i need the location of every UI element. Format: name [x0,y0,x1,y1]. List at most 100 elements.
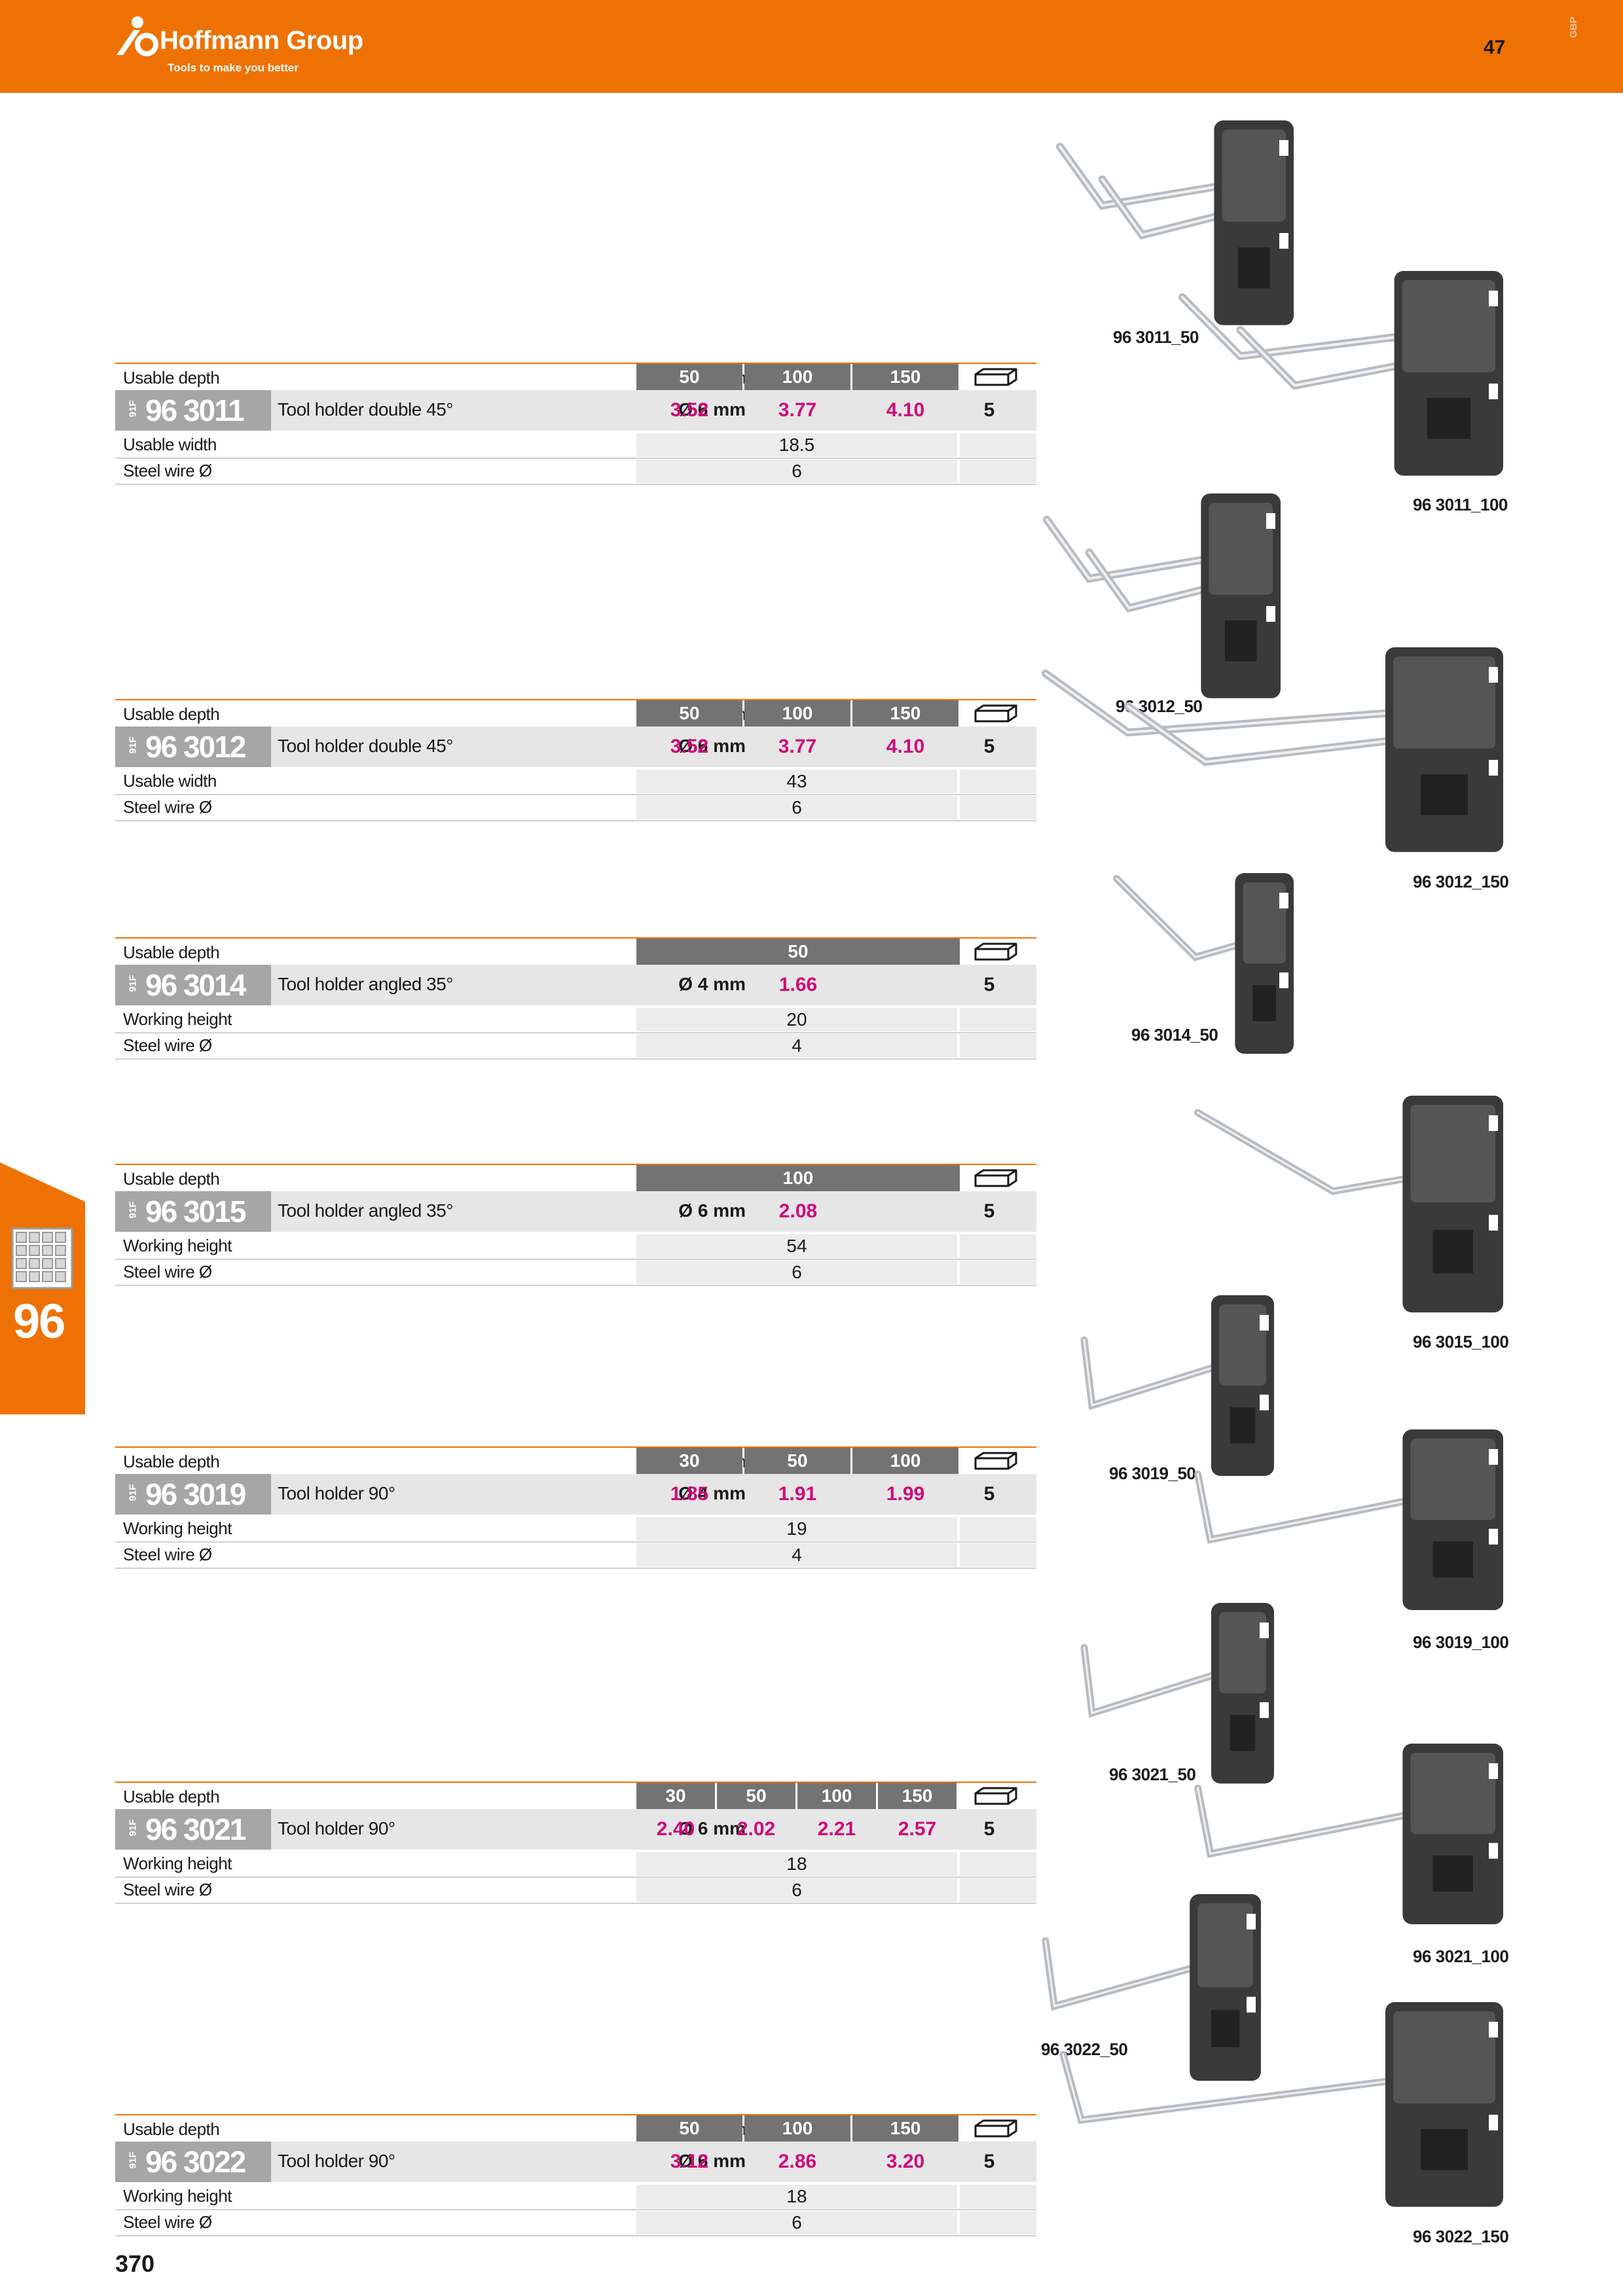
table-top-rule [115,1164,1036,1165]
sku-prefix: 91F [127,975,139,992]
header-bar [0,0,1623,93]
spec-value: 43 [636,770,957,793]
image-caption: 96 3011_50 [1113,327,1199,347]
sku-block: 91F 96 3014 [115,965,271,1005]
pack-quantity: 5 [983,1200,995,1222]
product-table: Usable depthmm100 91F 96 3015 Tool holder a… [115,1164,1036,1295]
sku-prefix: 91F [127,1484,139,1501]
spec-label: Steel wire Ø [123,461,212,480]
usable-depth-label: Usable depth [123,942,220,962]
depth-header-row: Usable depthmm50 [115,939,1036,965]
tool-holder-image [1080,1295,1274,1476]
spec-label: Working height [123,1236,232,1255]
wire-diameter: Ø 4 mm [678,974,746,994]
tool-holder-image [1194,1096,1503,1313]
price-value: 1.99 [886,1483,925,1505]
sku-prefix: 91F [127,1819,139,1837]
spec-pack-cell [960,1878,1036,1902]
price-value: 2.08 [778,1200,818,1222]
depth-cell: 50 [636,700,742,726]
row-separator [115,2235,1036,2236]
article-number: 96 3015 [145,1194,246,1229]
depth-header-row: Usable depthmm50100150 [115,700,1036,726]
depth-cell: 100 [744,700,850,726]
sku-block: 91F 96 3015 [115,1191,271,1232]
depth-cell: 30 [636,1448,742,1474]
tool-holder-image [1042,1894,1261,2081]
pack-box-icon [974,2119,1017,2138]
spec-value: 4 [636,1543,957,1567]
chapter-number: 96 [13,1294,65,1348]
depth-cell: 30 [636,1783,715,1809]
pack-box-icon [974,704,1017,723]
spec-value: 6 [636,1878,957,1902]
row-separator [115,820,1036,821]
spec-pack-cell [960,770,1036,793]
tool-holder-image [1059,2002,1503,2207]
depth-header-row: Usable depthmm3050100 [115,1448,1036,1474]
table-top-rule [115,699,1036,700]
sku-block: 91F 96 3019 [115,1474,271,1515]
row-separator [115,1903,1036,1904]
depth-cell: 150 [878,1783,957,1809]
depth-header-row: Usable depthmm3050100150 [115,1783,1036,1809]
spec-label: Working height [123,1854,232,1873]
article-number: 96 3019 [145,1477,246,1511]
spec-pack-cell [960,1517,1036,1541]
spec-value: 19 [636,1517,957,1541]
spec-label: Steel wire Ø [123,797,212,817]
product-name: Tool holder 90° [278,2151,395,2171]
spec-value: 4 [636,1034,957,1058]
price-value: 2.57 [898,1818,937,1840]
row-separator [115,1541,1036,1543]
spec-label: Steel wire Ø [123,1035,212,1055]
spec-value: 20 [636,1008,957,1031]
table-top-rule [115,1446,1036,1448]
depth-header-row: Usable depthmm50100150 [115,364,1036,390]
table-top-rule [115,2114,1036,2115]
spec-row-dimension: Working heightmm18 [115,1852,1036,1876]
spec-pack-cell [960,1008,1036,1031]
depth-cell: 50 [636,939,960,965]
depth-cell: 50 [636,2115,742,2142]
depth-cell: 100 [744,364,850,390]
depth-cell: 50 [636,364,742,390]
spec-value: 6 [636,459,957,483]
spec-pack-cell [960,1543,1036,1567]
spec-pack-cell [960,1234,1036,1258]
row-separator [115,1032,1036,1033]
depth-header-row: Usable depthmm100 [115,1165,1036,1191]
image-caption: 96 3022_50 [1041,2039,1128,2059]
spec-pack-cell [960,796,1036,819]
usable-depth-label: Usable depth [123,368,220,387]
table-top-rule [115,363,1036,364]
product-name: Tool holder angled 35° [278,974,453,994]
product-name: Tool holder angled 35° [278,1200,453,1221]
row-separator [115,794,1036,795]
article-number: 96 3012 [145,730,246,764]
spec-row-dimension: Working heightmm19 [115,1517,1036,1541]
wire-diameter: Ø 6 mm [678,399,746,420]
usable-depth-label: Usable depth [123,704,220,724]
wire-diameter: Ø 6 mm [678,736,746,756]
product-name: Tool holder double 45° [278,736,453,756]
spec-row-steel-wire: Steel wire Ømm6 [115,796,1036,819]
spec-row-dimension: Working heightmm20 [115,1008,1036,1031]
sku-prefix: 91F [127,1201,139,1219]
depth-cell: 100 [744,2115,850,2142]
spec-label: Working height [123,1518,232,1538]
spec-pack-cell [960,1852,1036,1876]
article-number: 96 3014 [145,968,246,1002]
spec-row-dimension: Usable widthmm18.5 [115,433,1036,457]
hoffmann-logo-icon [117,16,158,56]
pack-box-icon [974,1452,1017,1470]
grid-icon [11,1227,73,1289]
image-caption: 96 3022_150 [1413,2227,1509,2246]
